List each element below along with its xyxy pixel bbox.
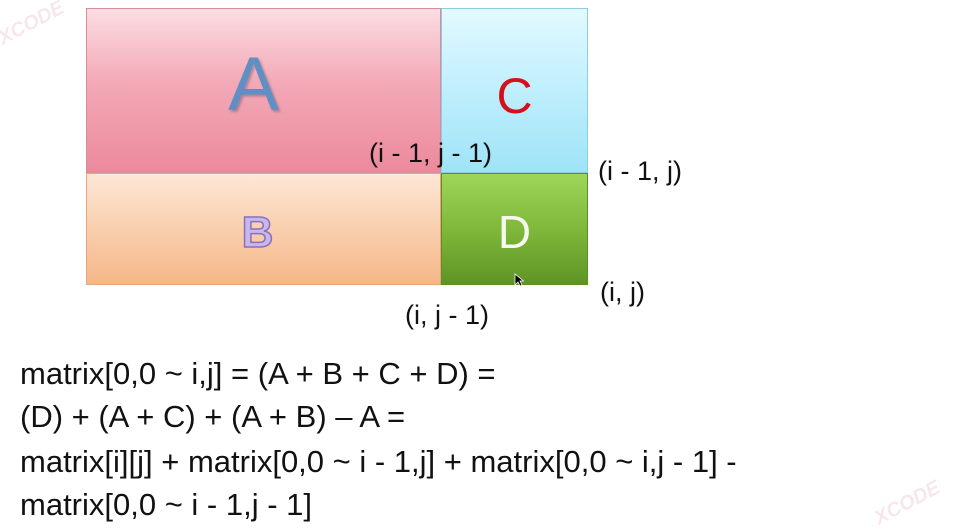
region-d: D [441, 173, 588, 285]
region-a: A [86, 8, 441, 173]
formula-line-3: matrix[i][j] + matrix[0,0 ~ i - 1,j] + m… [20, 444, 737, 479]
coord-label-i-j-minus-1: (i, j - 1) [405, 300, 489, 330]
coord-label-i-j: (i, j) [600, 277, 645, 307]
region-a-label: A [228, 42, 279, 127]
watermark-top-left: XCODE [0, 0, 68, 50]
coord-label-i-minus-1-j: (i - 1, j) [598, 156, 682, 186]
region-b: B [86, 173, 441, 285]
region-c-label: C [496, 67, 533, 124]
watermark-bottom-right: XCODE [870, 476, 944, 530]
formula-line-1: matrix[0,0 ~ i,j] = (A + B + C + D) = [20, 356, 496, 391]
region-b-label: B [241, 207, 274, 258]
coord-label-i-minus-1-j-minus-1: (i - 1, j - 1) [369, 138, 493, 168]
mouse-cursor-icon [514, 273, 524, 287]
formula-line-2: (D) + (A + C) + (A + B) – A = [20, 399, 406, 434]
region-d-label: D [497, 206, 532, 258]
region-c: C [441, 8, 588, 173]
formula-line-4: matrix[0,0 ~ i - 1,j - 1] [20, 487, 313, 522]
